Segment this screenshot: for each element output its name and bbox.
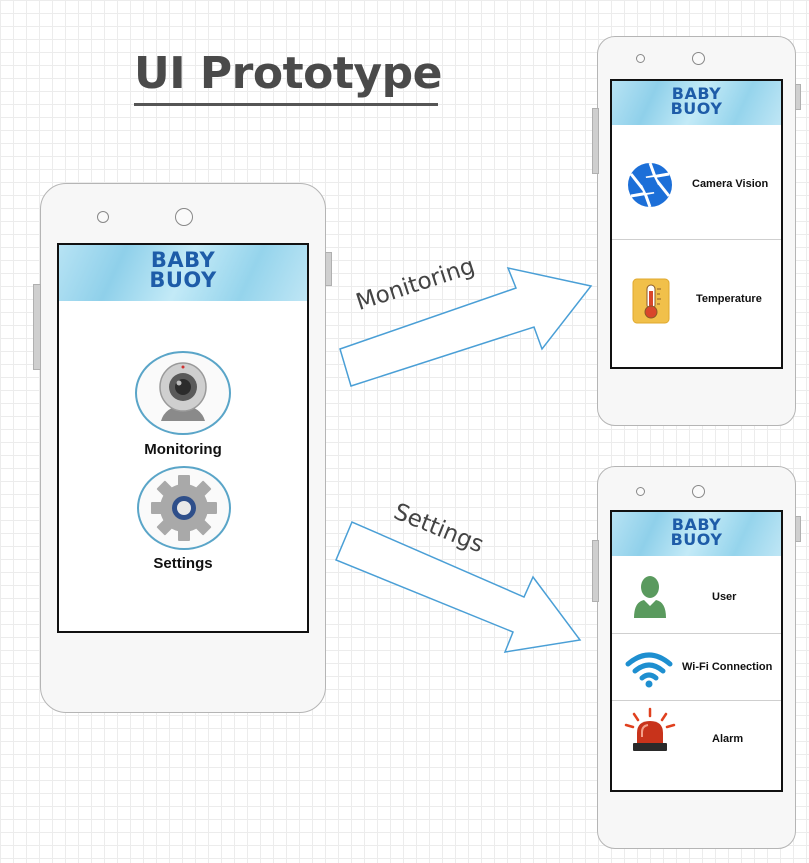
logo-line-1: BABY — [671, 515, 722, 534]
wifi-connection-row[interactable]: Wi-Fi Connection — [612, 634, 781, 701]
diagram-title: UI Prototype — [134, 48, 442, 99]
logo-line-2: BUOY — [149, 267, 217, 292]
gear-icon — [151, 475, 217, 541]
logo-line-2: BUOY — [670, 99, 723, 119]
user-row[interactable]: User — [612, 556, 781, 634]
title-underline — [134, 103, 438, 106]
baby-buoy-logo: BABY BUOY — [670, 515, 723, 550]
baby-buoy-logo: BABY BUOY — [670, 84, 723, 119]
front-camera — [692, 485, 705, 498]
temperature-label: Temperature — [696, 293, 762, 305]
monitoring-phone: BABY BUOY Camera Vision — [597, 36, 796, 426]
monitoring-phone-side-button-left — [592, 108, 599, 174]
speaker-dot — [636, 54, 645, 63]
main-phone: BABY BUOY Monitoring — [40, 183, 326, 713]
monitoring-arrow-label: Monitoring — [352, 253, 478, 316]
settings-arrow-label: Settings — [390, 498, 488, 559]
main-phone-side-button-left — [33, 284, 41, 370]
app-banner: BABY BUOY — [59, 245, 307, 301]
webcam-icon — [159, 362, 207, 421]
settings-label: Settings — [153, 555, 213, 572]
user-label: User — [712, 591, 737, 603]
camera-vision-label: Camera Vision — [692, 178, 769, 190]
front-camera — [175, 208, 193, 226]
temperature-row[interactable]: Temperature — [612, 240, 781, 367]
logo-line-2: BUOY — [670, 530, 723, 550]
app-banner: BABY BUOY — [612, 512, 781, 556]
camera-aperture-icon — [628, 162, 672, 208]
wifi-connection-label: Wi-Fi Connection — [682, 661, 773, 673]
settings-phone: BABY BUOY User Wi-Fi Connection — [597, 466, 796, 849]
logo-line-1: BABY — [671, 84, 722, 103]
monitoring-button[interactable] — [135, 351, 231, 435]
settings-screen: BABY BUOY User Wi-Fi Connection — [610, 510, 783, 792]
wifi-icon — [625, 652, 673, 688]
baby-buoy-logo: BABY BUOY — [149, 248, 217, 292]
speaker-dot — [636, 487, 645, 496]
monitoring-label: Monitoring — [144, 441, 222, 458]
main-phone-side-button-right — [325, 252, 332, 286]
monitoring-screen: BABY BUOY Camera Vision — [610, 79, 783, 369]
settings-button[interactable] — [137, 466, 231, 550]
monitoring-phone-side-button-right — [795, 84, 801, 110]
camera-vision-row[interactable]: Camera Vision — [612, 125, 781, 240]
speaker-dot — [97, 211, 109, 223]
alarm-row[interactable]: Alarm — [612, 701, 781, 790]
thermometer-icon — [632, 278, 670, 324]
user-icon — [634, 576, 666, 618]
alarm-siren-icon — [624, 707, 676, 751]
alarm-label: Alarm — [712, 733, 744, 745]
main-screen: BABY BUOY Monitoring — [57, 243, 309, 633]
settings-phone-side-button-left — [592, 540, 599, 602]
settings-phone-side-button-right — [795, 516, 801, 542]
logo-line-1: BABY — [150, 248, 216, 272]
front-camera — [692, 52, 705, 65]
app-banner: BABY BUOY — [612, 81, 781, 125]
